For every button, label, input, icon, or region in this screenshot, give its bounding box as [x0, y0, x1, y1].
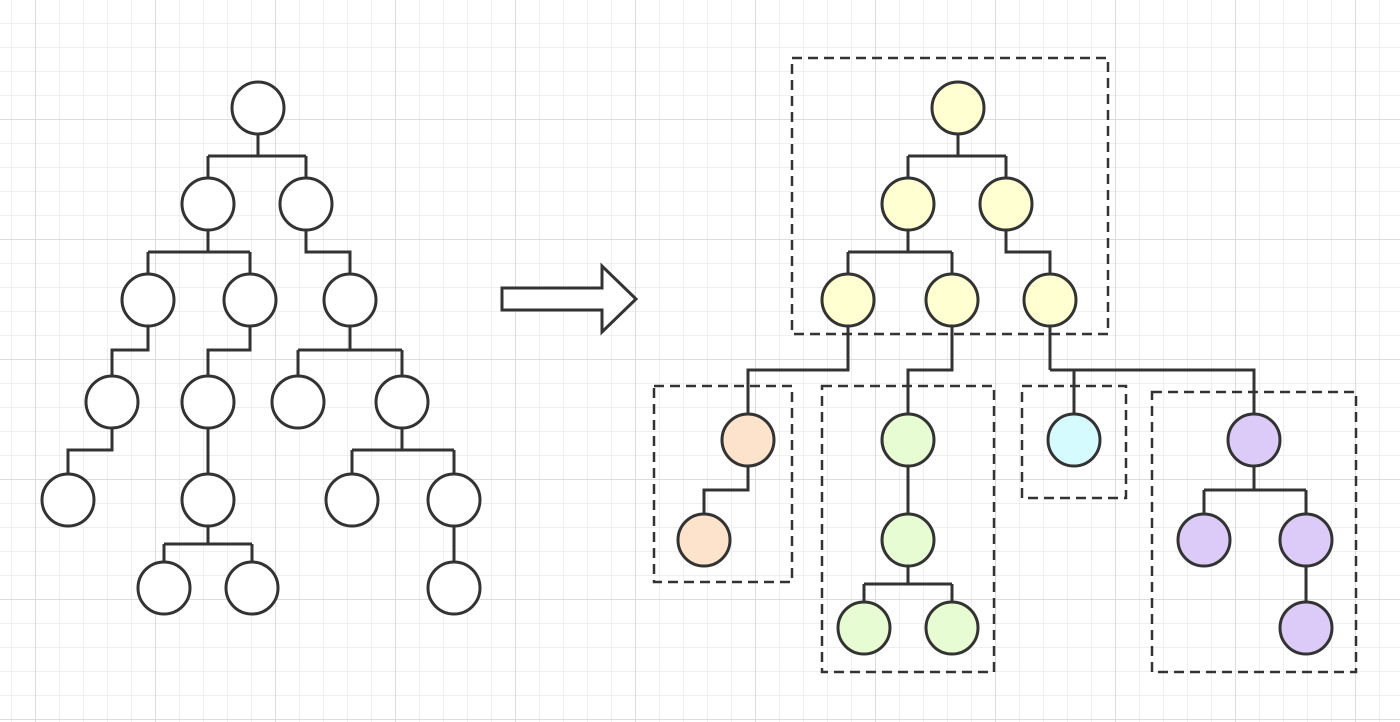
tree-node	[720, 412, 776, 468]
edge	[1004, 230, 1052, 274]
edge	[350, 428, 456, 474]
edge	[846, 230, 954, 274]
tree-node	[880, 176, 936, 232]
tree-node	[1176, 512, 1232, 568]
edge	[304, 230, 352, 274]
right-tree-nodes	[676, 80, 1334, 656]
tree-node	[270, 374, 326, 430]
edge	[862, 566, 954, 602]
tree-node	[1226, 412, 1282, 468]
tree-node	[40, 472, 96, 528]
tree-node	[324, 472, 380, 528]
tree-node	[1278, 512, 1334, 568]
tree-node	[880, 412, 936, 468]
edge	[1202, 466, 1308, 514]
tree-node	[1278, 600, 1334, 656]
tree-node	[84, 374, 140, 430]
tree-node	[924, 272, 980, 328]
tree-node	[930, 80, 986, 136]
tree-node	[374, 374, 430, 430]
edge	[162, 526, 254, 562]
edge	[66, 428, 114, 474]
tree-node	[222, 272, 278, 328]
edge	[146, 230, 252, 274]
tree-node	[120, 272, 176, 328]
left-tree-edges	[66, 134, 456, 562]
edge	[206, 326, 252, 376]
tree-node	[322, 272, 378, 328]
tree-node	[836, 600, 892, 656]
right-tree-edges	[702, 134, 1308, 602]
edge	[906, 326, 954, 414]
tree-node	[676, 512, 732, 568]
tree-node	[180, 472, 236, 528]
edge	[1048, 326, 1256, 414]
left-tree-nodes	[40, 80, 482, 616]
edge	[746, 326, 850, 414]
tree-node	[820, 272, 876, 328]
tree-node	[924, 600, 980, 656]
tree-node	[426, 472, 482, 528]
tree-node	[180, 176, 236, 232]
group-box-top	[790, 56, 1110, 336]
tree-node	[278, 176, 334, 232]
tree-node	[136, 560, 192, 616]
tree-node	[230, 80, 286, 136]
tree-node	[1022, 272, 1078, 328]
tree-node	[978, 176, 1034, 232]
edge	[110, 326, 150, 376]
tree-node	[880, 512, 936, 568]
edge	[296, 326, 404, 376]
group-box-peach	[652, 384, 794, 584]
right-arrow-icon	[500, 262, 639, 336]
edge	[702, 466, 750, 514]
tree-node	[180, 374, 236, 430]
edge	[206, 134, 308, 178]
tree-node	[426, 560, 482, 616]
tree-node	[1046, 412, 1102, 468]
tree-node	[224, 560, 280, 616]
right-tree-groups	[652, 56, 1358, 674]
edge	[906, 134, 1008, 178]
